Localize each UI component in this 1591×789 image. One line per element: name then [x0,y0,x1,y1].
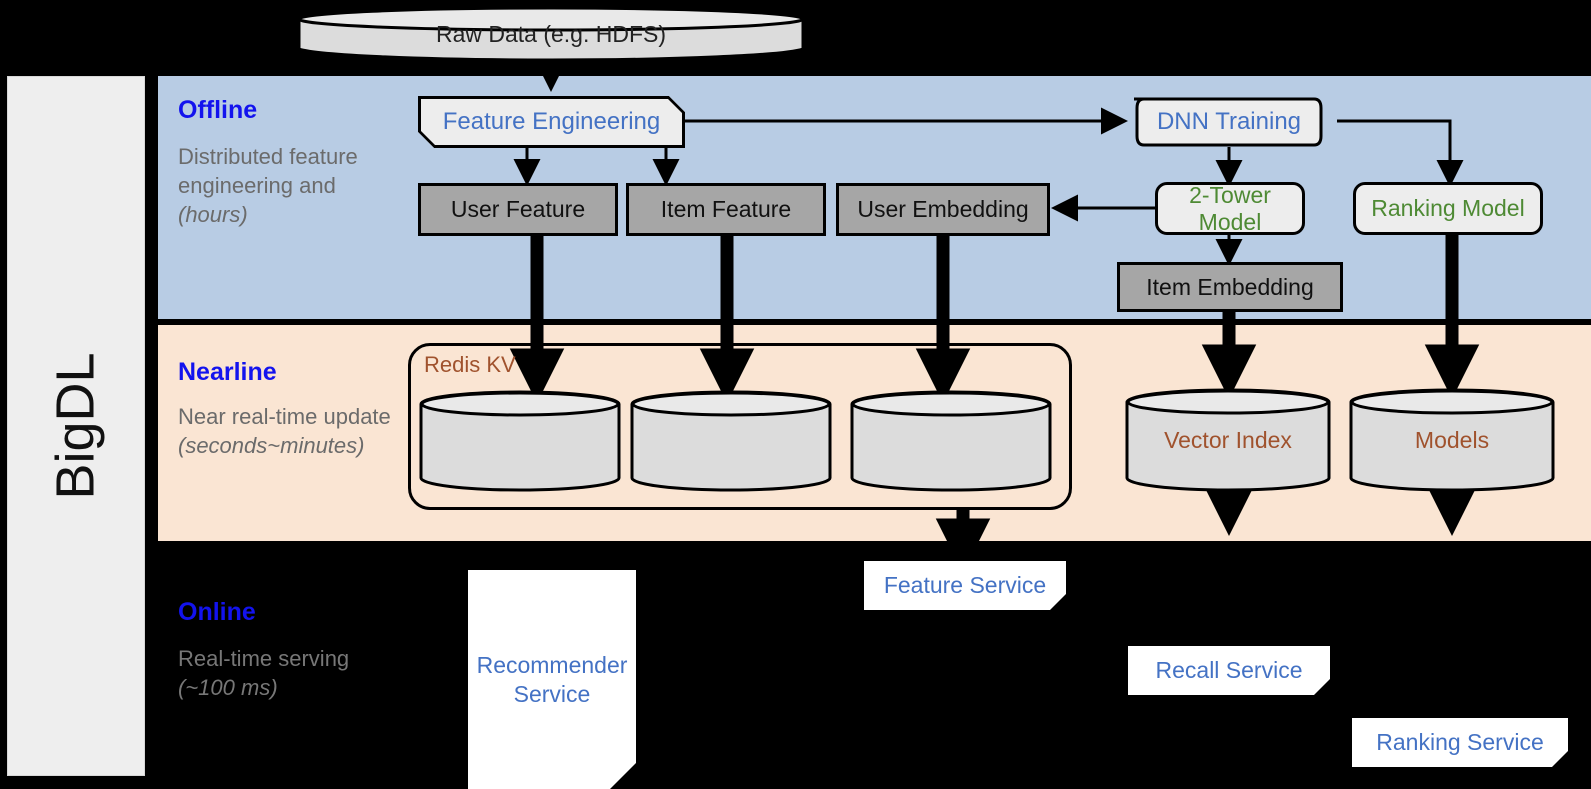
redis-store-2[interactable] [629,390,833,492]
redis-store-1-cylinder-shape [419,390,621,492]
models-cylinder-shape [1349,388,1555,492]
redis-store-3[interactable] [849,390,1053,492]
band-subtitle-nearline-text: Near real-time update [178,404,391,429]
ranking-service-label: Ranking Service [1376,729,1544,756]
user-feature-box[interactable]: User Feature [418,183,618,236]
band-subtitle-online-em: (~100 ms) [178,675,278,701]
item-feature-box[interactable]: Item Feature [626,183,826,236]
bigdl-label: BigDL [46,352,107,500]
redis-store-3-label [849,390,1053,492]
user-embedding-label: User Embedding [857,196,1029,223]
item-feature-label: Item Feature [660,196,792,223]
feature-engineering-node[interactable]: Feature Engineering [418,96,685,148]
page-fold-icon [1314,679,1330,695]
band-subtitle-online: Real-time serving (~100 ms) [178,644,393,702]
redis-store-1[interactable] [418,390,622,492]
two-tower-model-label: 2-Tower Model [1189,182,1271,235]
band-title-online: Online [178,598,256,626]
page-fold-icon [1050,594,1066,610]
ranking-model-box[interactable]: Ranking Model [1353,182,1543,235]
recall-service-label: Recall Service [1155,657,1303,684]
vector-index-cylinder-shape [1125,388,1331,492]
recommender-service-node[interactable]: Recommender Service [468,570,636,789]
band-title-offline: Offline [178,96,258,124]
models-store[interactable]: Models [1348,388,1556,492]
feature-engineering-fill [421,99,682,145]
band-subtitle-nearline-em: (seconds~minutes) [178,433,365,459]
bigdl-sidebar: BigDL [7,76,145,776]
feature-engineering-label: Feature Engineering [442,108,661,136]
band-title-nearline: Nearline [178,358,277,386]
recommender-service-label: Recommender Service [476,651,628,707]
band-divider-nearline-online [158,541,1591,547]
band-subtitle-nearline: Near real-time update (seconds~minutes) [178,402,393,460]
page-fold-icon [610,763,636,789]
ranking-model-label: Ranking Model [1371,195,1525,222]
user-feature-label: User Feature [450,196,586,223]
band-divider-offline-nearline [158,319,1591,325]
item-embedding-box[interactable]: Item Embedding [1117,262,1343,312]
dnn-training-label: DNN Training [1156,108,1302,136]
vector-index-store[interactable]: Vector Index [1124,388,1332,492]
two-tower-model-box[interactable]: 2-Tower Model [1155,182,1305,235]
item-embedding-label: Item Embedding [1146,273,1314,300]
models-label: Models [1414,426,1490,453]
band-subtitle-offline-text: Distributed feature engineering and [178,144,358,199]
recall-service-node[interactable]: Recall Service [1128,646,1330,695]
vector-index-label: Vector Index [1164,426,1292,453]
band-subtitle-offline: Distributed feature engineering and (hou… [178,142,393,229]
raw-data-cylinder-shape [297,6,805,62]
redis-store-3-cylinder-shape [850,390,1052,492]
redis-kv-group [408,343,1072,510]
feature-service-label: Feature Service [883,572,1047,599]
raw-data-label: Raw Data (e.g. HDFS) [435,20,667,47]
page-fold-icon [1552,751,1568,767]
raw-data-store: Raw Data (e.g. HDFS) [296,6,806,62]
redis-store-1-label [418,390,622,492]
dnn-training-bracket-shape [1134,97,1323,147]
feature-service-node[interactable]: Feature Service [864,561,1066,610]
dnn-training-node[interactable]: DNN Training [1131,96,1327,148]
ranking-service-node[interactable]: Ranking Service [1352,718,1568,767]
band-subtitle-online-text: Real-time serving [178,646,350,671]
user-embedding-box[interactable]: User Embedding [836,183,1050,236]
band-subtitle-offline-em: (hours) [178,202,248,228]
redis-store-2-label [629,390,833,492]
redis-store-2-cylinder-shape [630,390,832,492]
redis-kv-label: Redis KV [424,352,516,377]
